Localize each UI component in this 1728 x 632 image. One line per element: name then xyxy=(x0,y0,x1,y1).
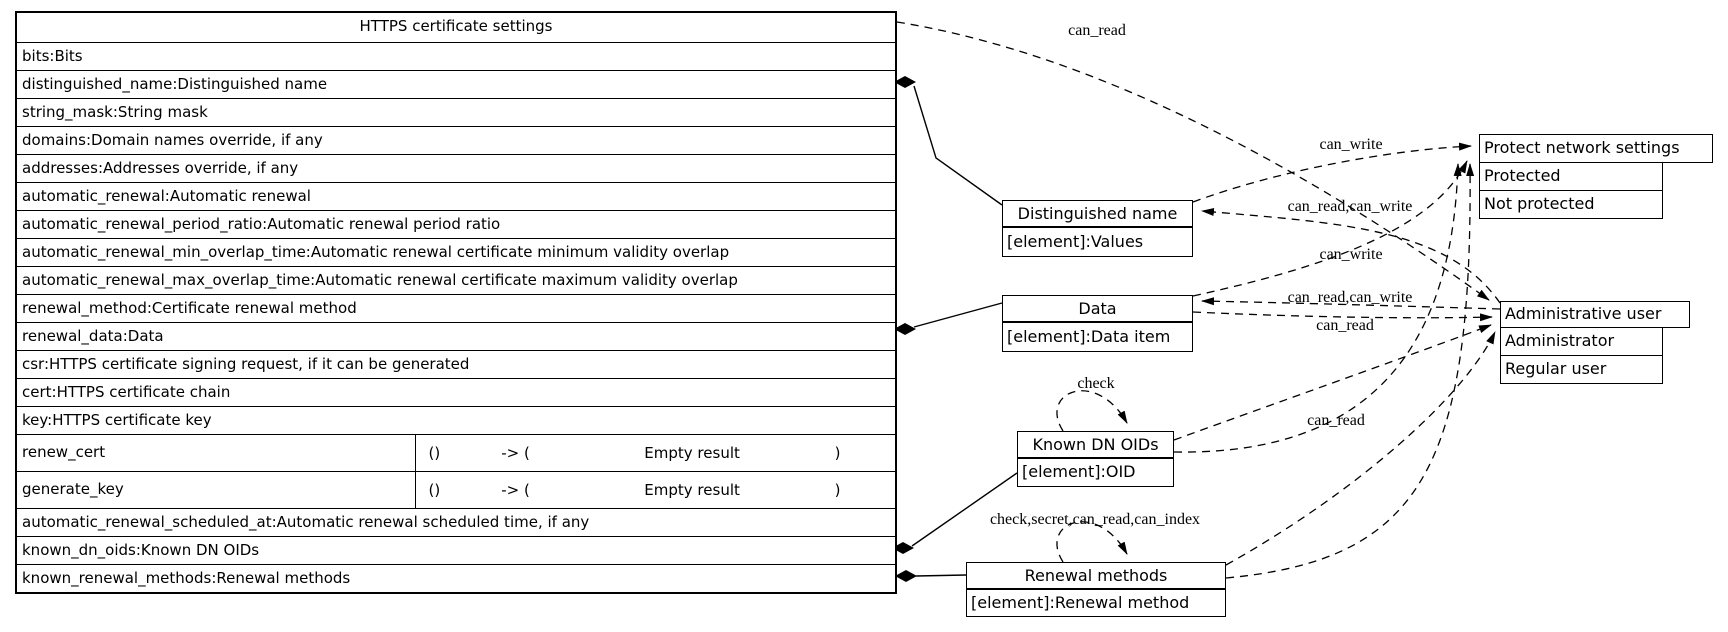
edge-label-known-dn-oids-to-known-dn-oids: check xyxy=(1077,375,1115,393)
composition-diamond-renewal_data xyxy=(894,323,916,335)
composition-link-known_dn_oids xyxy=(911,472,1018,547)
edge-known-dn-oids-to-administrative-user xyxy=(1173,324,1492,441)
table-row-automatic_renewal_scheduled_at: automatic_renewal_scheduled_at:Automatic… xyxy=(17,508,895,536)
table-row-domains: domains:Domain names override, if any xyxy=(17,126,895,154)
composition-link-renewal_data xyxy=(913,302,1003,328)
table-row-string_mask: string_mask:String mask xyxy=(17,98,895,126)
table-row-known_dn_oids: known_dn_oids:Known DN OIDs xyxy=(17,536,895,564)
function-signature: () -> ( Empty result) xyxy=(416,435,895,471)
composition-diamond-distinguished_name xyxy=(894,76,916,88)
function-name: renew_cert xyxy=(17,435,417,471)
node-row-renewal-methods-0: [element]:Renewal method xyxy=(966,590,1226,617)
node-row-known-dn-oids-0: [element]:OID xyxy=(1017,459,1174,487)
node-row-administrative-user-1: Regular user xyxy=(1500,356,1663,384)
table-row-automatic_renewal_max_overlap_time: automatic_renewal_max_overlap_time:Autom… xyxy=(17,266,895,294)
node-row-data-0: [element]:Data item xyxy=(1002,323,1193,352)
edge-label-https-certificate-settings-to-administrative-user: can_read xyxy=(1068,22,1126,40)
table-row-renewal_data: renewal_data:Data xyxy=(17,322,895,350)
edge-administrative-user-to-data xyxy=(1201,297,1501,310)
function-arrow: -> ( xyxy=(501,481,530,499)
edge-label-distinguished-name-to-protect-network-settings: can_write xyxy=(1319,136,1383,154)
edge-renewal-methods-to-protect-network-settings xyxy=(1225,163,1475,579)
edge-distinguished-name-to-protect-network-settings xyxy=(1192,142,1472,203)
node-title-renewal-methods: Renewal methods xyxy=(966,562,1226,590)
composition-diamond-known_renewal_methods xyxy=(895,570,917,582)
edge-data-to-administrative-user xyxy=(1192,311,1493,322)
table-row-renew_cert: renew_cert () -> ( Empty result) xyxy=(17,434,895,471)
node-title-distinguished-name: Distinguished name xyxy=(1002,200,1193,228)
edge-label-administrative-user-to-data: can_read,can_write xyxy=(1287,289,1413,307)
node-title-known-dn-oids: Known DN OIDs xyxy=(1017,431,1174,459)
edge-https-certificate-settings-to-administrative-user xyxy=(896,21,1490,301)
table-row-distinguished_name: distinguished_name:Distinguished name xyxy=(17,70,895,98)
edge-label-administrative-user-to-distinguished-name: can_read,can_write xyxy=(1287,198,1413,216)
table-row-known_renewal_methods: known_renewal_methods:Renewal methods xyxy=(17,564,895,592)
node-renewal-methods: Renewal methods[element]:Renewal method xyxy=(966,562,1226,617)
table-row-generate_key: generate_key () -> ( Empty result) xyxy=(17,471,895,508)
table-row-renewal_method: renewal_method:Certificate renewal metho… xyxy=(17,294,895,322)
edge-label-data-to-protect-network-settings: can_write xyxy=(1319,246,1383,264)
edge-renewal-methods-to-renewal-methods xyxy=(1056,521,1128,563)
node-row-distinguished-name-0: [element]:Values xyxy=(1002,228,1193,257)
edge-known-dn-oids-to-protect-network-settings xyxy=(1173,163,1462,453)
node-row-protect-network-settings-0: Protected xyxy=(1479,163,1663,191)
function-args: () xyxy=(428,444,441,462)
function-close-paren: ) xyxy=(834,444,841,462)
composition-diamond-known_dn_oids xyxy=(892,542,914,554)
function-name: generate_key xyxy=(17,472,417,508)
function-arrow: -> ( xyxy=(501,444,530,462)
edge-label-renewal-methods-to-renewal-methods: check,secret,can_read,can_index xyxy=(989,511,1201,529)
table-title: HTTPS certificate settings xyxy=(359,17,553,35)
composition-link-distinguished_name xyxy=(913,85,1003,206)
edge-label-data-to-administrative-user: can_read xyxy=(1316,317,1374,335)
function-close-paren: ) xyxy=(834,481,841,499)
node-title-administrative-user: Administrative user xyxy=(1500,301,1690,328)
node-known-dn-oids: Known DN OIDs[element]:OID xyxy=(1017,431,1174,487)
node-title-data: Data xyxy=(1002,295,1193,323)
function-result: Empty result xyxy=(644,481,740,499)
table-row-csr: csr:HTTPS certificate signing request, i… xyxy=(17,350,895,378)
edge-known-dn-oids-to-known-dn-oids xyxy=(1056,390,1128,432)
table-row-automatic_renewal: automatic_renewal:Automatic renewal xyxy=(17,182,895,210)
table-row-automatic_renewal_period_ratio: automatic_renewal_period_ratio:Automatic… xyxy=(17,210,895,238)
table-row-addresses: addresses:Addresses override, if any xyxy=(17,154,895,182)
table-row-cert: cert:HTTPS certificate chain xyxy=(17,378,895,406)
node-row-protect-network-settings-1: Not protected xyxy=(1479,191,1663,219)
edge-renewal-methods-to-administrative-user xyxy=(1225,331,1496,566)
table-row-bits: bits:Bits xyxy=(17,42,895,70)
function-result: Empty result xyxy=(644,444,740,462)
edge-administrative-user-to-distinguished-name xyxy=(1201,208,1501,304)
node-title-protect-network-settings: Protect network settings xyxy=(1479,134,1713,163)
edge-data-to-protect-network-settings xyxy=(1192,160,1468,297)
function-args: () xyxy=(428,481,441,499)
node-data: Data[element]:Data item xyxy=(1002,295,1193,352)
node-row-administrative-user-0: Administrator xyxy=(1500,328,1663,356)
table-row-automatic_renewal_min_overlap_time: automatic_renewal_min_overlap_time:Autom… xyxy=(17,238,895,266)
node-distinguished-name: Distinguished name[element]:Values xyxy=(1002,200,1193,257)
edge-label-known-dn-oids-to-administrative-user: can_read xyxy=(1307,412,1365,430)
table-row-key: key:HTTPS certificate key xyxy=(17,406,895,434)
composition-link-known_renewal_methods xyxy=(915,574,967,577)
function-signature: () -> ( Empty result) xyxy=(416,472,895,508)
